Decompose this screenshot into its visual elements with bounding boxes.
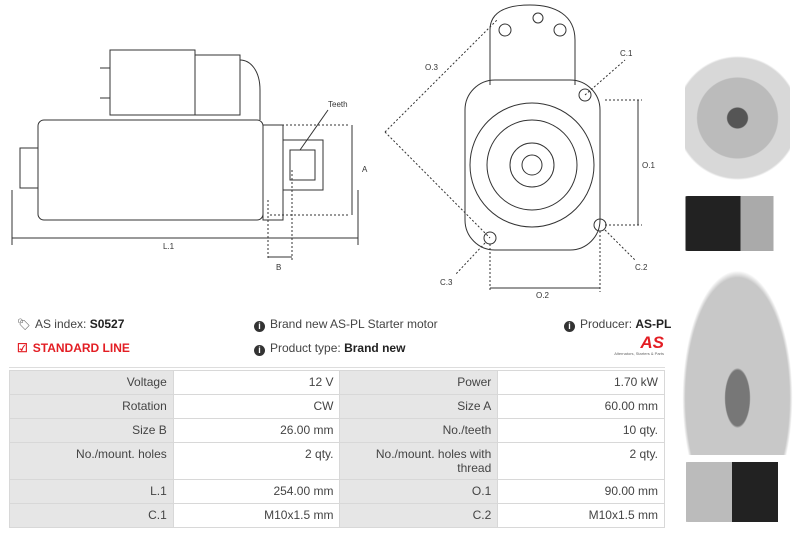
info-icon: i bbox=[254, 321, 265, 332]
spec-value: 2 qty. bbox=[497, 442, 665, 480]
label-o2: O.2 bbox=[536, 291, 549, 300]
spec-value: CW bbox=[172, 394, 341, 419]
spec-value: 60.00 mm bbox=[497, 394, 665, 419]
product-photo-side[interactable] bbox=[680, 196, 790, 251]
spec-value: 26.00 mm bbox=[172, 418, 341, 443]
label-c1: C.1 bbox=[620, 49, 633, 58]
divider bbox=[9, 367, 665, 368]
spec-value: 12 V bbox=[172, 370, 341, 395]
as-index: 🏷AS index: S0527 bbox=[17, 317, 125, 331]
spec-label: No./mount. holes bbox=[9, 442, 174, 480]
label-o3: O.3 bbox=[425, 63, 438, 72]
spec-value: 1.70 kW bbox=[497, 370, 665, 395]
spec-label: C.1 bbox=[9, 503, 174, 528]
spec-label: No./mount. holes with thread bbox=[339, 442, 499, 480]
checkbox-icon: ☑ bbox=[17, 341, 28, 355]
spec-label: No./teeth bbox=[339, 418, 499, 443]
standard-line-badge: ☑STANDARD LINE bbox=[17, 341, 130, 355]
label-l1: L.1 bbox=[163, 242, 175, 251]
front-view-drawing: O.3 C.1 O.1 C.3 O.2 C.2 bbox=[384, 4, 655, 300]
info-icon: i bbox=[254, 345, 265, 356]
label-a: A bbox=[362, 165, 368, 174]
side-view-drawing: Teeth A B L.1 bbox=[11, 49, 368, 272]
spec-value: 2 qty. bbox=[172, 442, 341, 480]
spec-label: O.1 bbox=[339, 479, 499, 504]
spec-label: Voltage bbox=[9, 370, 174, 395]
label-b: B bbox=[276, 263, 281, 272]
product-photo-front[interactable] bbox=[685, 10, 790, 190]
tags-icon: 🏷 bbox=[17, 319, 31, 331]
spec-value: 90.00 mm bbox=[497, 479, 665, 504]
label-c2: C.2 bbox=[635, 263, 648, 272]
info-icon: i bbox=[564, 321, 575, 332]
product-photo-rear[interactable] bbox=[680, 265, 795, 455]
spec-value: M10x1.5 mm bbox=[172, 503, 341, 528]
spec-label: Power bbox=[339, 370, 499, 395]
spec-value: 254.00 mm bbox=[172, 479, 341, 504]
spec-label: Size A bbox=[339, 394, 499, 419]
label-teeth: Teeth bbox=[328, 100, 348, 109]
label-c3: C.3 bbox=[440, 278, 453, 287]
spec-label: Rotation bbox=[9, 394, 174, 419]
label-o1: O.1 bbox=[642, 161, 655, 170]
spec-label: Size B bbox=[9, 418, 174, 443]
as-pl-logo: AS Alternators, Starters & Parts bbox=[614, 333, 664, 356]
spec-value: M10x1.5 mm bbox=[497, 503, 665, 528]
spec-label: L.1 bbox=[9, 479, 174, 504]
spec-value: 10 qty. bbox=[497, 418, 665, 443]
product-photo-side-2[interactable] bbox=[680, 462, 795, 522]
spec-label: C.2 bbox=[339, 503, 499, 528]
